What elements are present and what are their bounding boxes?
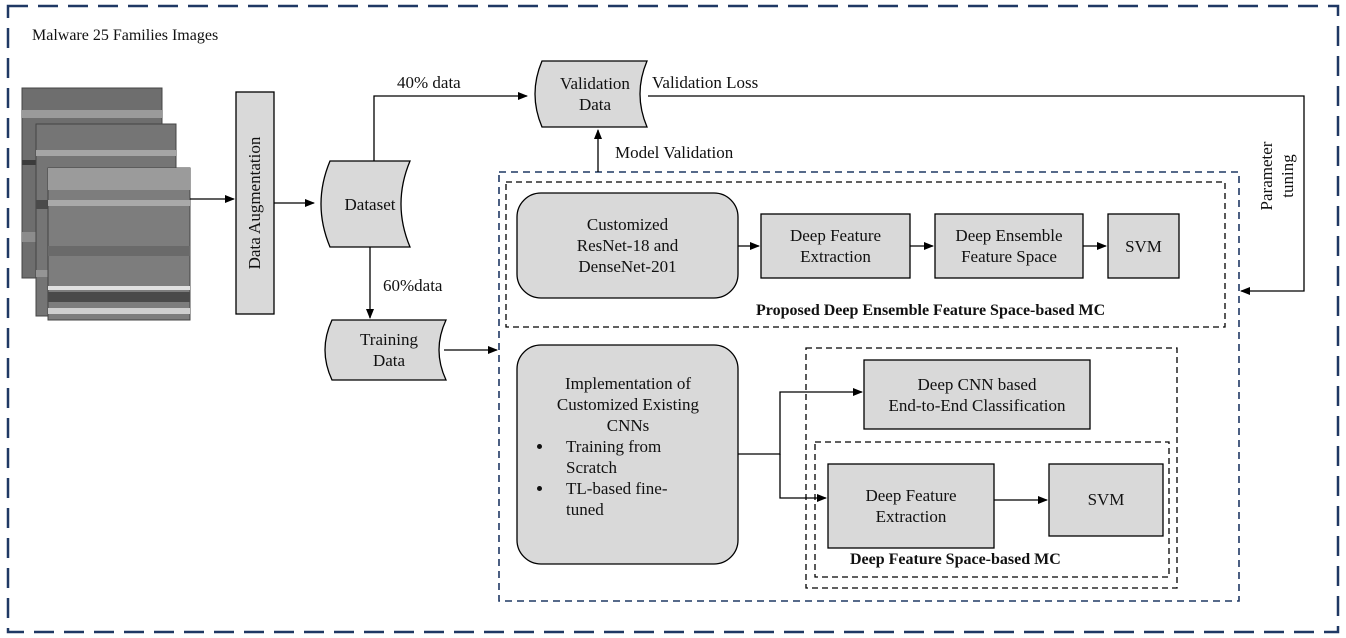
arrow-impl-to-end-to-end (738, 388, 863, 455)
svm-top-box (1107, 213, 1180, 279)
svm-bottom-box (1048, 463, 1164, 537)
customized-label: Customized ResNet-18 and DenseNet-201 (517, 214, 738, 277)
dfe-top-label: Deep Feature Extraction (761, 225, 910, 267)
data-augmentation-label: Data Augmentation (245, 136, 264, 270)
arrow-dataset-to-validation (373, 92, 528, 161)
end-to-end-label: Deep CNN based End-to-End Classification (864, 374, 1090, 416)
data-augmentation-box (235, 91, 275, 315)
diagram-title: Malware 25 Families Images (32, 27, 219, 44)
bullet-tl-fine-tuned: TL-based fine- tuned (554, 478, 732, 520)
ensemble-space-line-1: Deep Ensemble (955, 226, 1063, 245)
validation-data-label: Validation Data (540, 73, 650, 115)
training-data-line-2: Data (372, 351, 406, 370)
outer-frame (6, 4, 1340, 634)
malware-images-stack (21, 87, 191, 321)
edge-label-parameter-tuning: Parameter tuning (1256, 131, 1298, 221)
dfe-bottom-line-1: Deep Feature (865, 486, 957, 505)
bullet-2-line-2: tuned (566, 500, 604, 519)
deep-space-outer-box (805, 347, 1178, 589)
parameter-tuning-line-1: Parameter (1257, 141, 1276, 211)
implementation-bullets: Training from Scratch TL-based fine- tun… (524, 436, 732, 520)
training-data-line-1: Training (360, 330, 418, 349)
customized-line-2: ResNet-18 and (576, 236, 679, 255)
svm-bottom-label: SVM (1087, 490, 1125, 509)
arrow-parameter-tuning (648, 95, 1305, 295)
implementation-line-1: Implementation of (564, 374, 692, 393)
bullet-2-line-1: TL-based fine- (566, 479, 668, 498)
dfe-bottom-box (827, 463, 995, 549)
parameter-tuning-line-2: tuning (1278, 154, 1297, 198)
implementation-label: Implementation of Customized Existing CN… (524, 373, 732, 520)
end-to-end-line-1: Deep CNN based (917, 375, 1037, 394)
edge-label-validation-loss: Validation Loss (652, 73, 759, 92)
dfe-top-line-1: Deep Feature (789, 226, 882, 245)
validation-data-line-2: Data (578, 95, 612, 114)
ensemble-space-line-2: Feature Space (961, 247, 1057, 266)
validation-data-shape (534, 60, 648, 128)
ensemble-space-label: Deep Ensemble Feature Space (935, 225, 1083, 267)
training-data-shape (324, 319, 448, 381)
bullet-1-line-1: Training from (566, 437, 662, 456)
implementation-line-3: CNNs (606, 416, 650, 435)
deep-space-inner-box (814, 441, 1170, 578)
implementation-line-2: Customized Existing (556, 395, 700, 414)
dfe-bottom-line-2: Extraction (875, 507, 947, 526)
dataset-label: Dataset (344, 195, 396, 214)
svm-top-label: SVM (1125, 237, 1162, 256)
method-container (498, 171, 1240, 602)
customized-line-1: Customized (586, 215, 669, 234)
arrow-impl-to-dfe-bottom (779, 454, 827, 502)
bullet-training-from-scratch: Training from Scratch (554, 436, 732, 478)
bullet-1-line-2: Scratch (566, 458, 617, 477)
end-to-end-box (863, 359, 1091, 430)
deep-space-group-caption: Deep Feature Space-based MC (850, 551, 1061, 568)
edge-label-model-validation: Model Validation (615, 143, 734, 162)
dfe-top-line-2: Extraction (800, 247, 871, 266)
end-to-end-line-2: End-to-End Classification (888, 396, 1066, 415)
validation-data-line-1: Validation (560, 74, 630, 93)
dfe-bottom-label: Deep Feature Extraction (828, 485, 994, 527)
proposed-group-box (505, 181, 1226, 328)
proposed-group-caption: Proposed Deep Ensemble Feature Space-bas… (756, 302, 1106, 319)
training-data-label: Training Data (330, 329, 448, 371)
dfe-top-box (760, 213, 911, 279)
ensemble-space-box (934, 213, 1084, 279)
edge-label-60-percent: 60%data (383, 276, 443, 295)
connectors (190, 92, 1305, 504)
dataset-shape (320, 160, 411, 248)
edge-label-40-percent: 40% data (397, 73, 461, 92)
customized-line-3: DenseNet-201 (578, 257, 677, 276)
